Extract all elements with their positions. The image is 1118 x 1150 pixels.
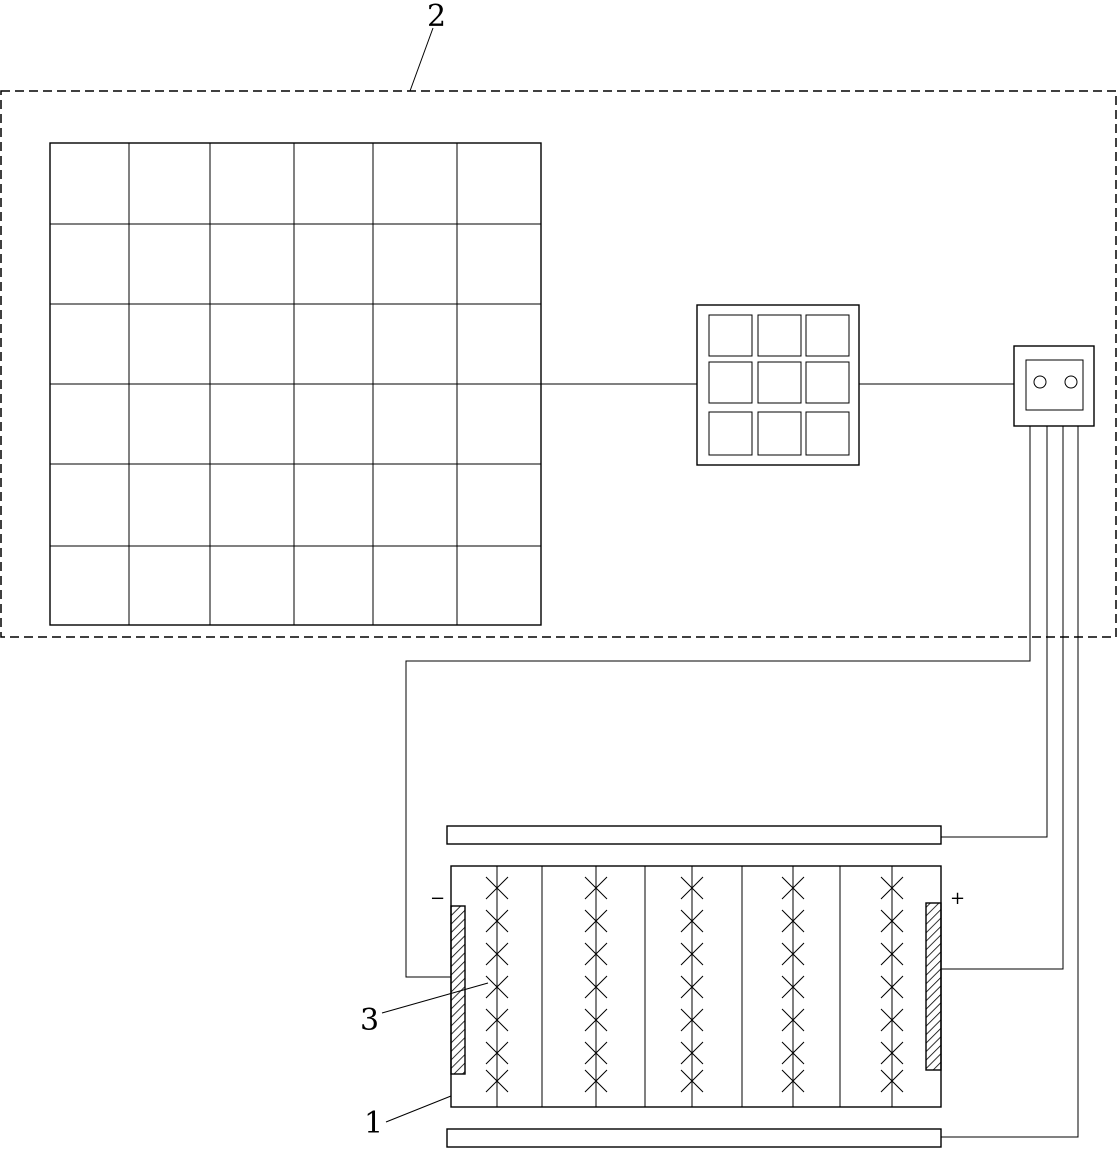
cross-mark [680,1041,704,1065]
cross-mark [485,1069,509,1093]
electrolytic-tank [450,865,942,1108]
socket-hole-left [1033,375,1047,389]
cross-mark [584,942,608,966]
leader-line-2 [409,27,434,92]
membrane-column [485,866,509,1107]
cross-mark [485,909,509,933]
cross-mark [584,909,608,933]
cross-mark [485,942,509,966]
bottom-plate [446,1128,942,1148]
cross-mark [781,1069,805,1093]
cross-mark [880,975,904,999]
membrane-column [781,866,805,1107]
membrane-cells [485,866,904,1107]
system-boundary-dashed [0,90,1117,638]
cross-mark [781,1041,805,1065]
socket-hole-right [1064,375,1078,389]
cross-mark [485,1008,509,1032]
cross-mark [781,876,805,900]
positive-sign: + [950,888,965,909]
cross-mark [880,1041,904,1065]
cross-mark [781,975,805,999]
cross-mark [781,942,805,966]
cross-mark [781,1008,805,1032]
cross-mark [584,1069,608,1093]
cross-mark [680,1008,704,1032]
cross-mark [485,1041,509,1065]
cross-mark [880,1069,904,1093]
cross-mark [584,975,608,999]
cross-mark [584,876,608,900]
cross-mark [880,942,904,966]
cross-mark [680,1069,704,1093]
cross-mark [680,909,704,933]
wire-to-positive-electrode [941,426,1064,970]
cross-mark [680,876,704,900]
membrane-column [680,866,704,1107]
wire-to-negative-electrode [405,426,1031,978]
label-2: 2 [427,0,446,34]
cross-mark [680,975,704,999]
cross-mark [485,876,509,900]
cross-mark [584,1008,608,1032]
wire-to-bottom-plate [941,426,1079,1138]
cross-mark [781,909,805,933]
leader-line-3 [381,982,489,1014]
label-1: 1 [364,1106,383,1141]
cross-mark [680,942,704,966]
cross-mark [880,909,904,933]
membrane-column [584,866,608,1107]
cross-mark [880,1008,904,1032]
positive-electrode [925,902,942,1071]
label-3: 3 [360,1003,379,1038]
output-socket [1013,345,1095,427]
wire-to-top-plate [941,426,1048,838]
cross-mark [485,975,509,999]
membrane-column [880,866,904,1107]
solar-panel-array [49,142,542,626]
cross-mark [584,1041,608,1065]
leader-line-1 [385,1095,452,1123]
cross-mark [880,876,904,900]
controller-frame [696,304,860,466]
negative-sign: − [430,888,445,909]
tank-body [450,865,942,1108]
top-plate [446,825,942,845]
controller-module [696,304,860,466]
